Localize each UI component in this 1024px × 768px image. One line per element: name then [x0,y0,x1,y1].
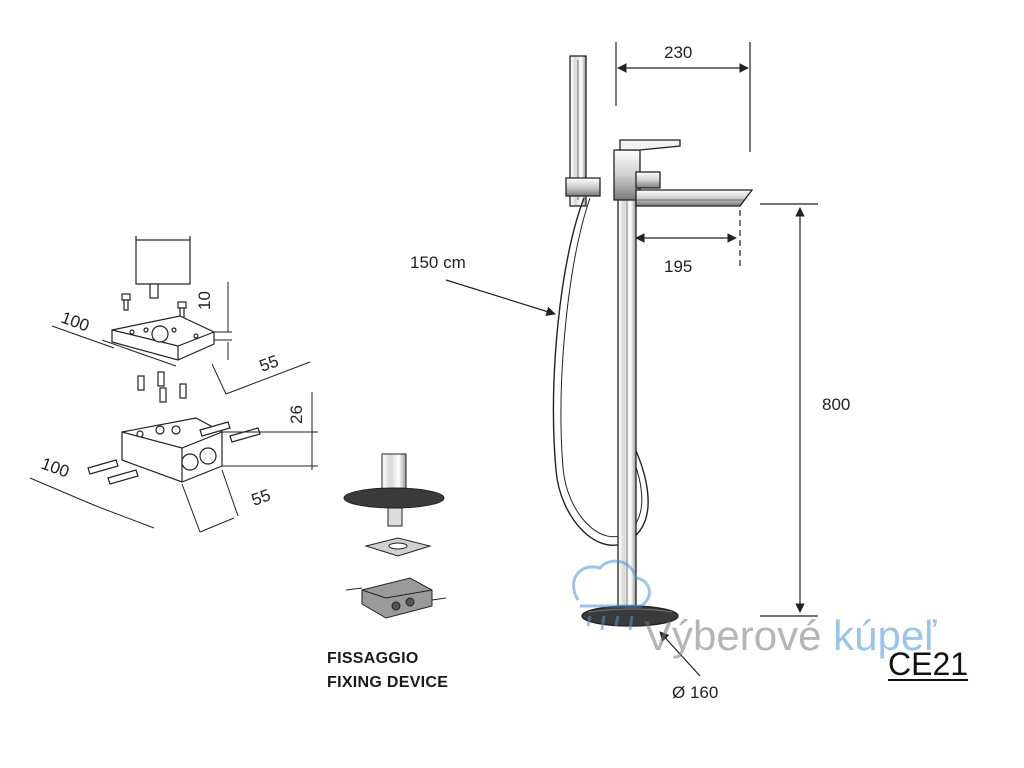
mixer-lever [619,139,681,151]
dim-block-width: 100 [39,454,72,482]
column-pipe [135,239,191,285]
dim-plate-width: 100 [59,308,92,336]
model-code: CE21 [888,646,969,682]
dim-plate-depth: 55 [257,351,281,375]
screws-middle [137,371,187,403]
shower-hose [552,197,649,546]
dim-spout-reach: 195 [664,257,692,276]
dim-height: 800 [822,395,850,414]
watermark-main: Výberové [644,612,834,659]
dim-block-height: 26 [287,405,306,424]
fixing-label-english: FIXING DEVICE [327,674,449,691]
dim-plate-thickness: 10 [195,291,214,310]
exploded-fixing [87,236,261,485]
fixing-dimensions [29,282,318,533]
dim-hose-length: 150 cm [410,253,466,272]
main-dimensions [445,42,818,677]
cover-disc [343,487,445,509]
dim-spout-total: 230 [664,43,692,62]
hand-shower [565,55,601,207]
faucet-drawing [552,55,754,627]
spout [635,189,754,207]
fixing-label-italian: FISSAGGIO [327,650,419,667]
dim-base-diameter: Ø 160 [672,683,718,702]
watermark-logo-icon [572,559,651,631]
dim-block-depth: 55 [249,485,273,509]
watermark-accent: kúpeľ [833,612,937,659]
watermark-text: Výberové kúpeľ [644,612,936,660]
fixing-device-small [343,453,447,619]
